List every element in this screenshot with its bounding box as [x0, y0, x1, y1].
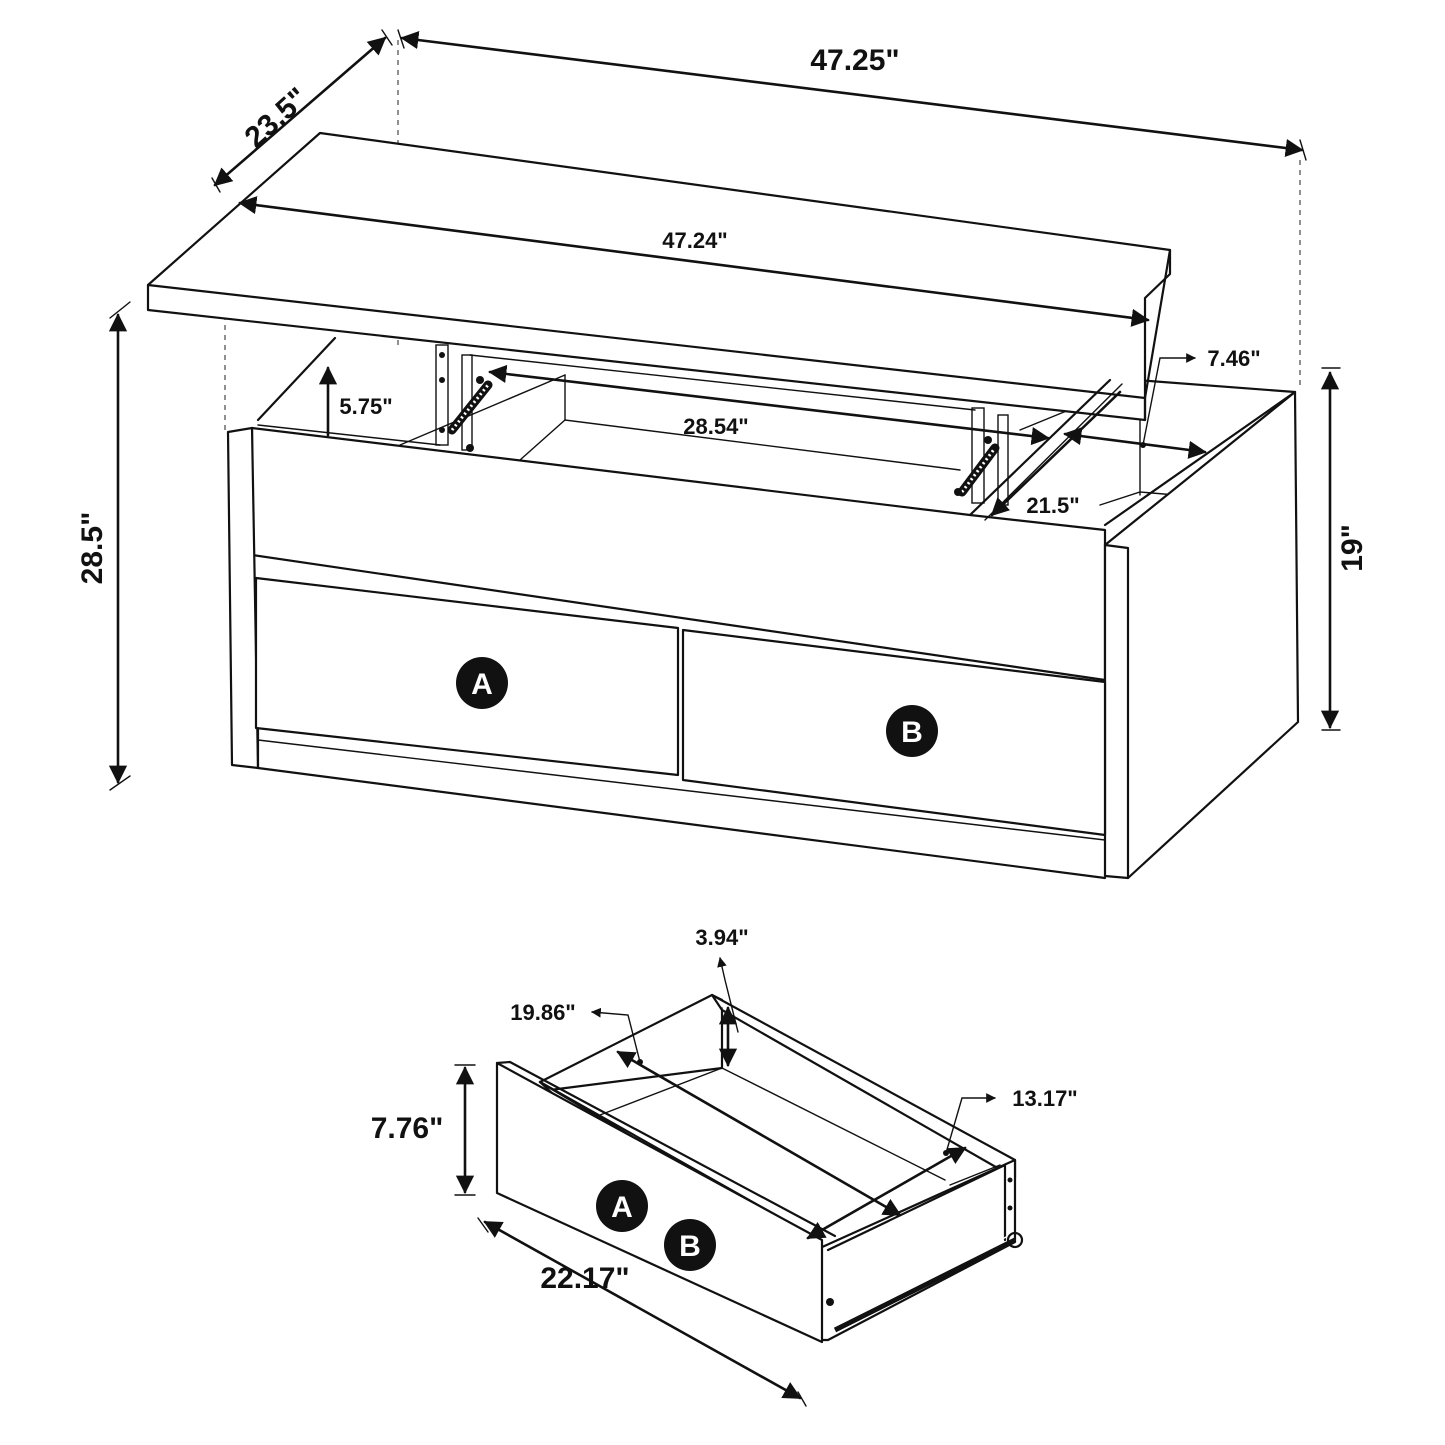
- top-width-label: 47.24": [662, 228, 727, 253]
- drawer-detail-A-badge: A: [596, 1180, 648, 1232]
- drawer-inner-width-label: 13.17": [1012, 1086, 1077, 1111]
- badge-text: A: [471, 668, 493, 701]
- lift-mechanism-right: [954, 407, 1009, 506]
- side-compartment-width-label: 7.46": [1207, 346, 1260, 371]
- overall-width-label: 47.25": [810, 44, 899, 77]
- drawer-B-badge: B: [886, 705, 938, 757]
- drawer-inner-height-label: 3.94": [695, 925, 748, 950]
- table-dimension-arrows: [108, 29, 1341, 791]
- drawer-front-width-label: 22.17": [540, 1262, 629, 1295]
- drawer-detail-B-badge: B: [664, 1219, 716, 1271]
- right-side-panel: [1103, 390, 1300, 880]
- inner-compartment-width-label: 28.54": [683, 414, 748, 439]
- badge-text: A: [611, 1191, 633, 1224]
- drawer-inner-length-label: 19.86": [510, 1000, 575, 1025]
- closed-height-label: 19": [1336, 524, 1369, 572]
- overall-depth-label: 23.5": [239, 81, 315, 154]
- drawer-A-badge: A: [456, 657, 508, 709]
- drawer-front-height-label: 7.76": [371, 1112, 444, 1145]
- overall-height-label: 28.5": [76, 512, 109, 585]
- coffee-table: [146, 40, 1301, 880]
- left-leg: [226, 426, 260, 770]
- drawer-dimension-arrows: [454, 957, 996, 1407]
- lift-top: [146, 131, 1172, 422]
- lift-clearance-label: 5.75": [339, 394, 392, 419]
- lift-mechanism-left: [435, 344, 493, 452]
- side-compartment-depth-label: 21.5": [1026, 493, 1079, 518]
- badge-text: B: [901, 716, 923, 749]
- badge-text: B: [679, 1230, 701, 1263]
